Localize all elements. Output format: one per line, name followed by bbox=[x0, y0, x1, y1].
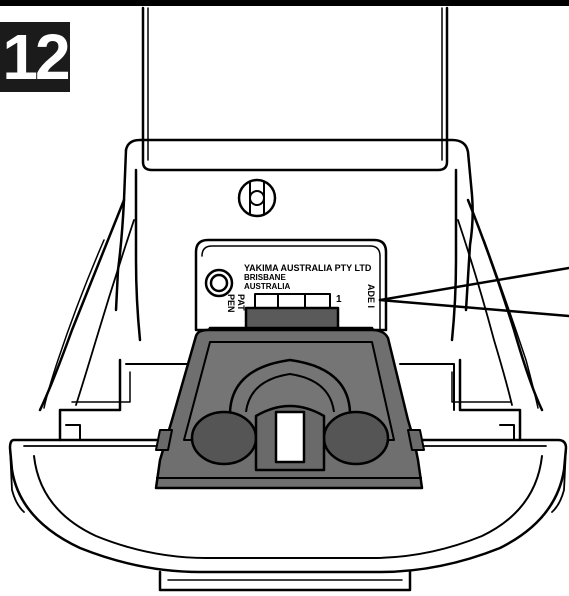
rail-right bbox=[458, 358, 522, 442]
base-tray-left-edge bbox=[9, 447, 25, 513]
housing-outline bbox=[124, 138, 474, 312]
keyhole-ring bbox=[237, 178, 277, 218]
plate-slot-divider bbox=[277, 293, 306, 309]
clamp-arch-inner bbox=[245, 373, 335, 413]
rail-step-right bbox=[499, 424, 515, 441]
clamp-side-tab-right bbox=[407, 429, 425, 451]
rail-right-inner bbox=[451, 371, 511, 403]
rail-left-inner bbox=[71, 371, 131, 403]
rail-step-left bbox=[65, 424, 81, 441]
base-tray-right-edge bbox=[551, 447, 567, 513]
clamp-lobe-left bbox=[190, 410, 258, 466]
clamp-side-tab-left bbox=[155, 429, 173, 451]
plate-number: 1 bbox=[336, 294, 342, 305]
housing-inner-left bbox=[134, 168, 142, 342]
keyhole-inner bbox=[249, 190, 265, 206]
keyhole-slot bbox=[249, 181, 265, 215]
tower-body bbox=[141, 6, 449, 172]
label-recess bbox=[194, 238, 388, 332]
step-number-badge: 12 bbox=[0, 22, 71, 92]
housing-left-wall bbox=[114, 148, 128, 312]
body-flare-right-inner bbox=[457, 219, 513, 406]
clamp-arch bbox=[228, 358, 352, 413]
plate-badge-inner bbox=[209, 273, 229, 293]
clamp-center-slot bbox=[274, 410, 306, 464]
plate-side-text: ADE I bbox=[366, 284, 376, 308]
clamp-top-tab bbox=[244, 306, 340, 332]
plate-slot bbox=[254, 293, 331, 309]
plate-left-text-1: PAT bbox=[236, 294, 246, 311]
body-flare-left-inner bbox=[75, 219, 135, 406]
plate-text-line1: YAKIMA AUSTRALIA PTY LTD bbox=[244, 263, 372, 273]
plate-badge-outer bbox=[204, 268, 234, 298]
plate-text-line2: BRISBANE bbox=[244, 273, 286, 282]
base-tray-outer bbox=[8, 438, 568, 574]
callout-line-lower bbox=[378, 298, 569, 318]
callout-line-upper bbox=[378, 266, 569, 302]
base-foot bbox=[158, 570, 412, 592]
plate-text-line3: AUSTRALIA bbox=[244, 282, 290, 291]
rail-right-top bbox=[399, 363, 455, 411]
plate-left-text-2: PEN bbox=[226, 294, 236, 313]
rail-left bbox=[58, 358, 122, 442]
clamp-lobe-right bbox=[322, 410, 390, 466]
housing-inner-right bbox=[450, 168, 458, 342]
clamp-plate bbox=[154, 306, 425, 490]
label-recess-inner bbox=[201, 245, 381, 331]
top-rule bbox=[0, 0, 569, 6]
body-flare-left-inner2 bbox=[43, 239, 105, 409]
body-flare-right-inner2 bbox=[483, 239, 539, 409]
base-tray-inner bbox=[33, 455, 543, 559]
